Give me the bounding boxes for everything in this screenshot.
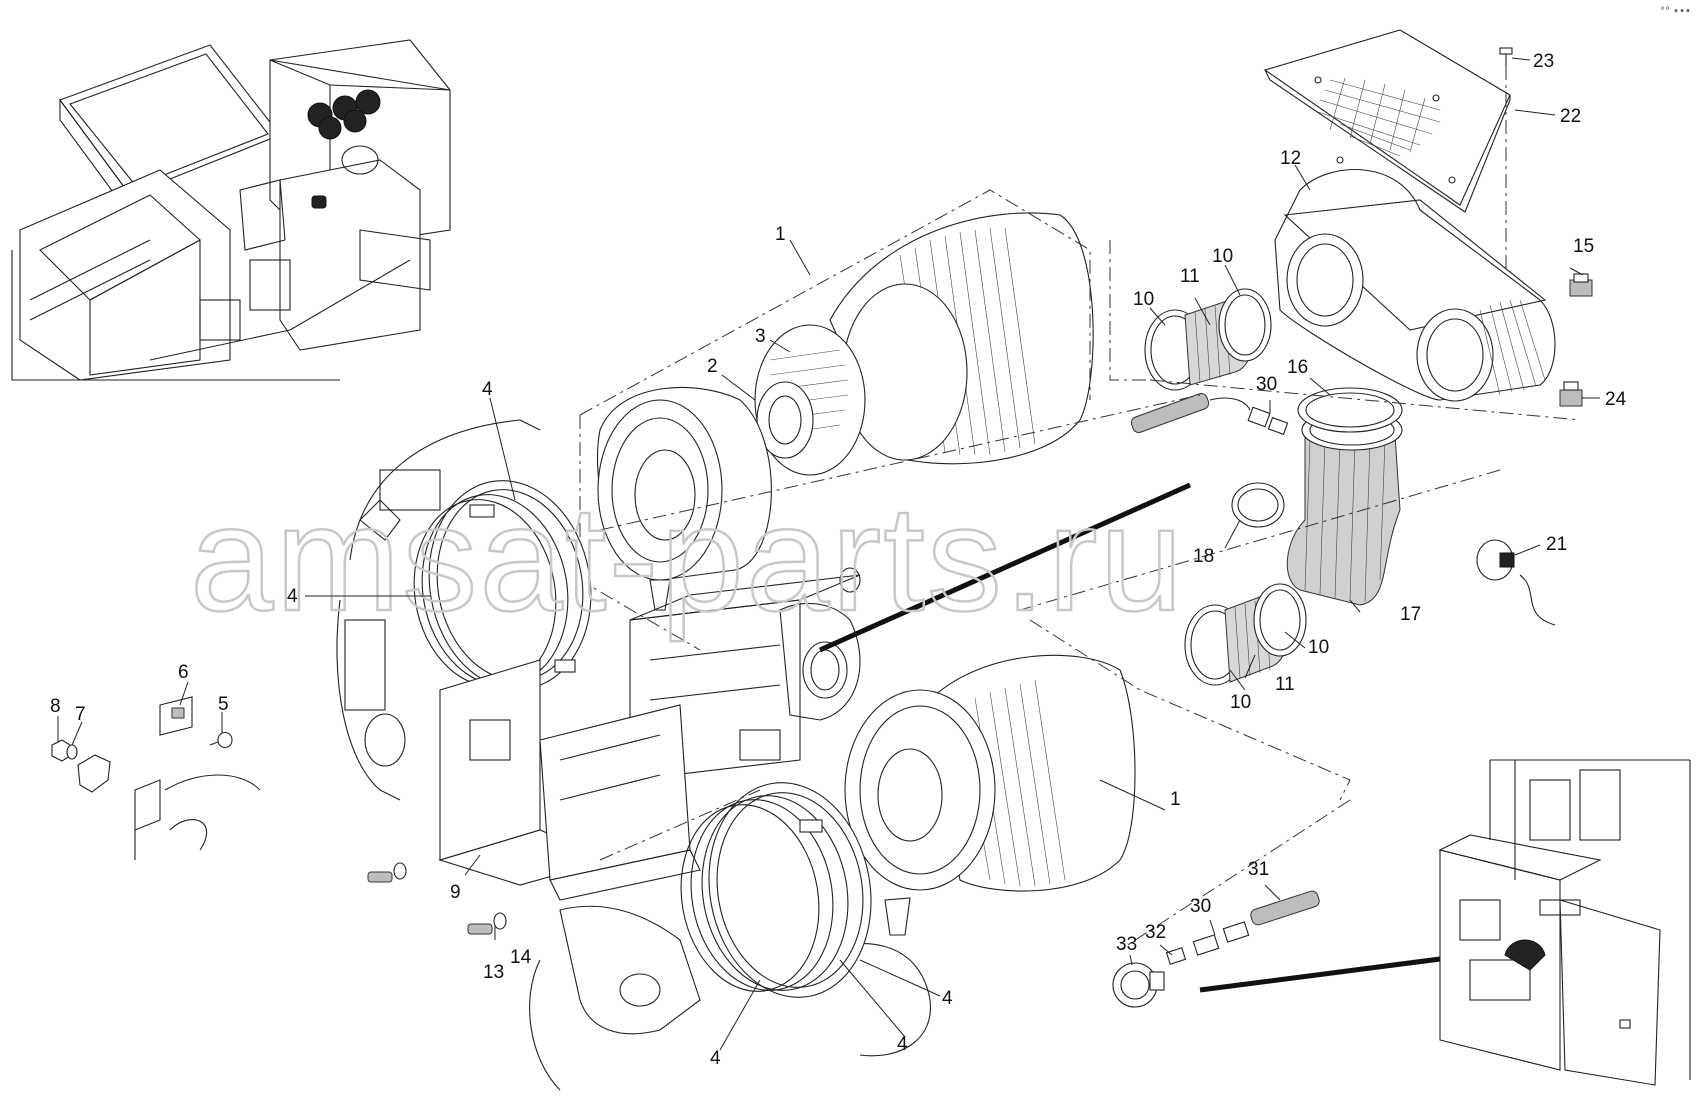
callout-4-c: 4 [942,988,953,1009]
callout-30-lower: 30 [1190,896,1211,917]
callout-18: 18 [1193,546,1214,567]
cover-plate-22 [1263,29,1511,213]
intake-housing-12 [1274,169,1556,402]
callout-10-c: 10 [1308,637,1329,658]
callout-10-a: 10 [1133,289,1154,310]
callout-23: 23 [1533,51,1554,72]
watermark: amsat-parts.ru [190,474,1185,642]
callout-21: 21 [1546,534,1567,555]
callout-11-b: 11 [1275,674,1295,695]
callout-10-b: 10 [1212,246,1233,267]
bracket-9 [438,659,701,901]
y-pipe-17 [1231,387,1403,606]
callout-17: 17 [1400,604,1421,625]
sensor-21 [1476,539,1556,626]
callout-14: 14 [510,947,532,968]
callout-33: 33 [1116,934,1137,955]
band-clamp-4-lower [680,782,872,998]
fitting-30-upper [1130,392,1289,436]
callout-13: 13 [483,962,504,983]
filter-cap-upper [597,387,772,611]
callout-12: 12 [1280,148,1301,169]
air-filter-lower-1 [844,654,1136,936]
callout-10-d: 10 [1230,692,1251,713]
control-panel-inset [1438,759,1691,1086]
callout-4-e: 4 [710,1048,721,1069]
sensor-24 [1559,381,1583,407]
bolt-23 [1499,47,1513,320]
callout-11-a: 11 [1180,266,1200,287]
callout-4-a: 4 [482,379,493,400]
callout-6: 6 [178,662,189,683]
sensor-15 [1569,273,1593,297]
callout-labels: 1 1 2 3 4 4 4 4 4 5 6 7 8 9 10 10 10 10 … [50,51,1627,1069]
callout-15: 15 [1573,236,1594,257]
callout-22: 22 [1560,106,1581,127]
machine-overview-inset [11,39,451,381]
callout-2: 2 [707,356,718,377]
dash-frame-lower [599,379,1581,951]
callout-16: 16 [1287,357,1308,378]
callout-24: 24 [1605,389,1627,410]
callout-31: 31 [1248,859,1269,880]
hose-assembly-lower [1184,583,1307,686]
pointer-line-upper [818,482,1192,653]
bolts-13-14 [367,862,507,935]
corner-mark: °° ••• [1660,6,1691,17]
callout-32: 32 [1145,922,1166,943]
indicator-parts-30-33 [1112,890,1511,1008]
callout-4-d: 4 [897,1034,908,1055]
callout-1-lower: 1 [1170,789,1181,810]
callout-30-upper: 30 [1256,374,1277,395]
small-parts-5-8 [51,696,261,860]
callout-4-b: 4 [287,586,298,607]
callout-1-upper: 1 [775,224,786,245]
callout-9: 9 [450,882,461,903]
callout-5: 5 [218,694,229,715]
hose-assembly-upper [1144,288,1272,391]
callout-3: 3 [755,326,766,347]
callout-8: 8 [50,696,61,717]
air-filter-upper-1 [754,212,1094,476]
leader-lines [57,57,1600,1051]
callout-7: 7 [75,704,86,725]
